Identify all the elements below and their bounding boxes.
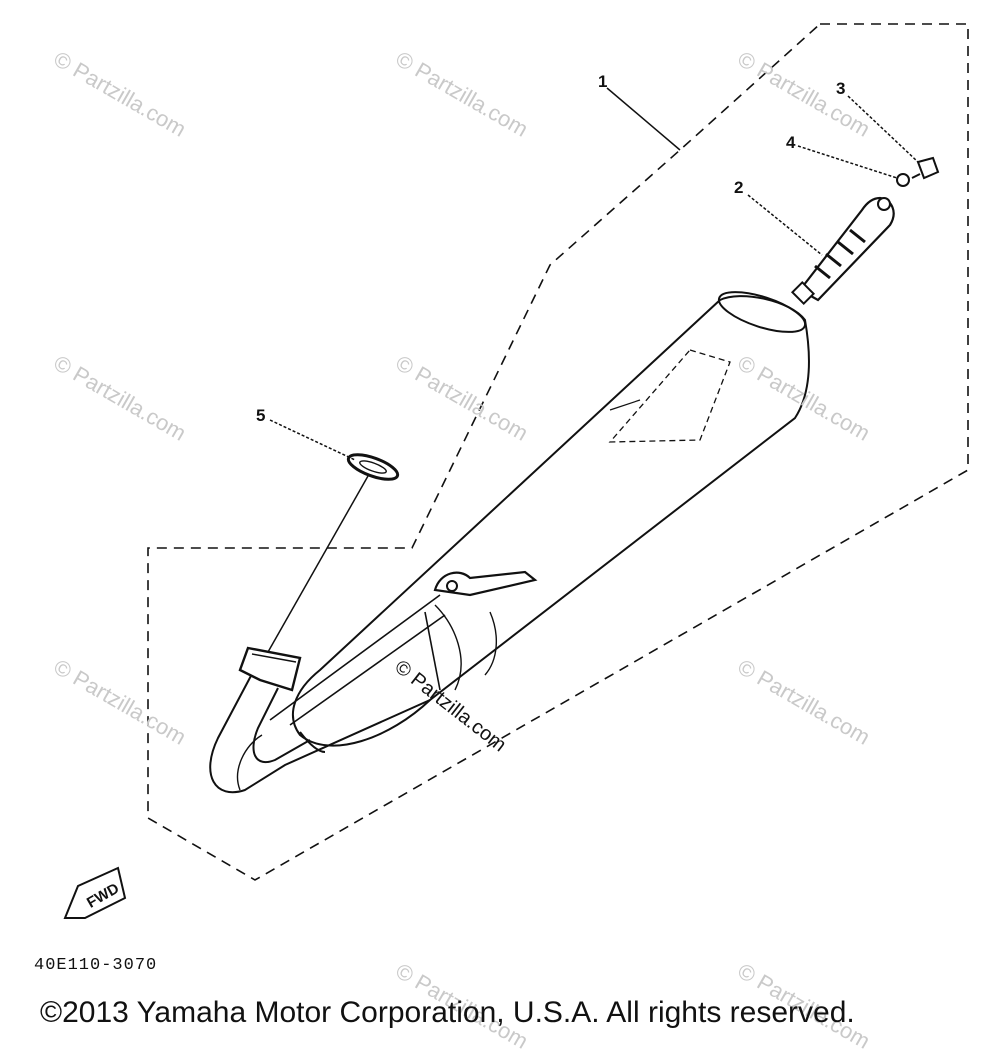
callout-1: 1	[598, 72, 608, 91]
callout-4: 4	[786, 133, 796, 152]
callout-3: 3	[836, 79, 846, 98]
leader-1	[606, 87, 681, 151]
tail-pipe	[790, 196, 895, 306]
leader-3	[847, 95, 919, 163]
copyright-notice: ©2013 Yamaha Motor Corporation, U.S.A. A…	[40, 996, 855, 1029]
gasket	[346, 453, 400, 481]
leader-5-flange	[267, 475, 369, 653]
assembly-boundary	[147, 23, 969, 881]
leader-2	[747, 194, 823, 256]
leader-4	[797, 145, 898, 179]
header-pipe	[209, 594, 446, 794]
washer	[896, 173, 910, 187]
part-code: 40E110-3070	[34, 956, 158, 975]
leader-5	[269, 419, 356, 461]
fwd-arrow	[63, 866, 127, 919]
callout-5: 5	[256, 406, 266, 425]
callout-2: 2	[734, 178, 744, 197]
bolt	[911, 156, 940, 180]
mounting-bracket	[424, 570, 538, 691]
